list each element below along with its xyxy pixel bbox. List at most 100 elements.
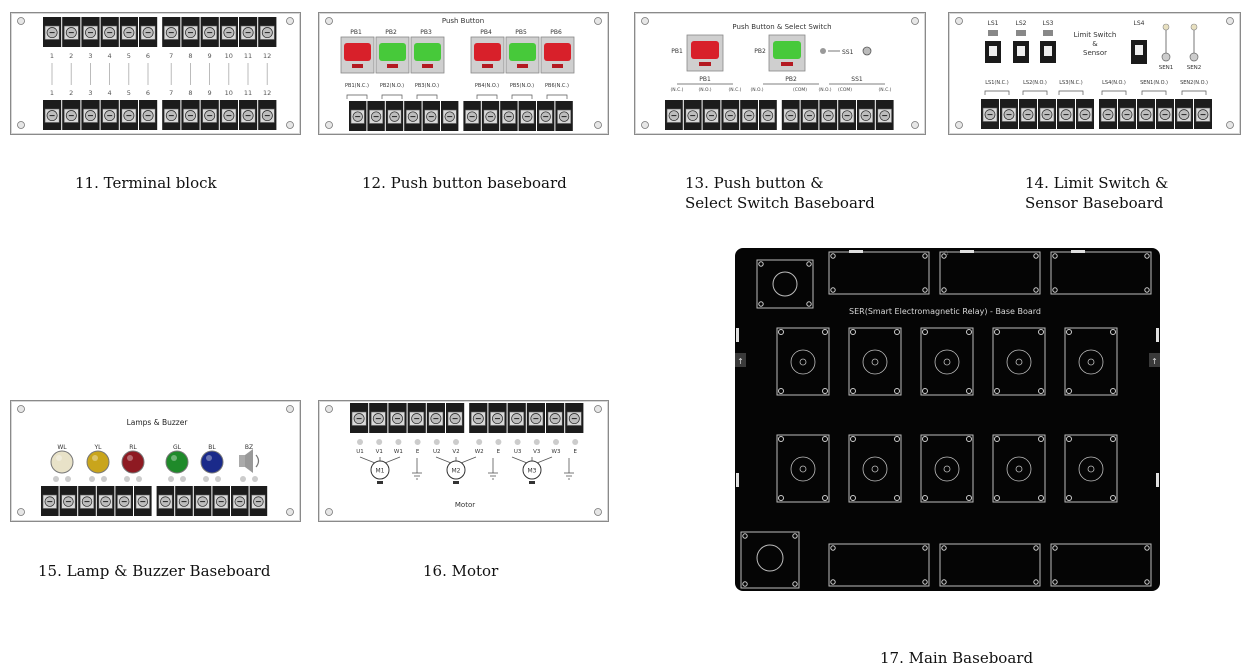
motor-terminal-label: E <box>416 449 420 455</box>
terminal-number-top: 4 <box>108 52 112 60</box>
terminal-number-top: 8 <box>188 52 192 60</box>
motor-wire <box>536 456 553 464</box>
mount-hole-icon <box>778 388 784 394</box>
mount-hole-icon <box>758 261 764 267</box>
mount-hole-icon <box>792 533 798 539</box>
relay-socket-ring-icon <box>790 456 816 482</box>
lamp-terminal-dot <box>240 476 246 482</box>
push-button-indicator <box>517 64 528 68</box>
contact-symbol <box>546 94 568 99</box>
relay-socket-ring-icon <box>1006 349 1032 375</box>
mount-screw-icon <box>286 121 294 129</box>
motor-terminal-label: E <box>497 449 501 455</box>
lamp-label: BL <box>208 444 216 451</box>
relay-socket-ring-icon <box>934 456 960 482</box>
terminal-number-top: 9 <box>208 52 212 60</box>
relay-socket <box>920 434 974 503</box>
terminal-number-bottom: 11 <box>244 89 252 97</box>
motor-terminal-label: V1 <box>376 449 383 455</box>
mount-hole-icon <box>850 388 856 394</box>
limit-switch-label: LS1 <box>988 20 999 27</box>
pb2-cap <box>773 41 801 59</box>
relay-socket <box>776 434 830 503</box>
limit-sensor-contact-label: LS2(N.O.) <box>1023 80 1047 86</box>
contact-symbol <box>476 94 498 99</box>
mount-hole-icon <box>778 329 784 335</box>
lamp-label: WL <box>57 444 67 451</box>
relay-socket-ring-icon <box>862 456 888 482</box>
motor-symbol-label: M1 <box>376 468 385 475</box>
limit-sensor-contact-label: LS4(N.O.) <box>1102 80 1126 86</box>
push-button-cap <box>379 43 406 61</box>
relay-socket-center-icon <box>1015 465 1023 473</box>
motor-terminal-dot <box>414 439 421 445</box>
lamp-terminal-dot <box>65 476 71 482</box>
motor-terminal-dot <box>433 439 440 445</box>
mount-screw-icon <box>1226 121 1234 129</box>
lamp-highlight <box>92 455 98 461</box>
relay-socket <box>776 327 830 396</box>
motor-wire <box>511 456 528 464</box>
side-clip <box>736 473 739 487</box>
top-module-slot <box>828 251 930 295</box>
mount-hole-icon <box>830 287 836 293</box>
buzzer-speaker-icon <box>245 449 253 473</box>
mount-screw-icon <box>955 121 963 129</box>
limit-switch-lever <box>988 30 998 36</box>
push-select-contact-label: (COM) <box>838 87 852 93</box>
mount-hole-icon <box>1110 388 1116 394</box>
mount-hole-icon <box>922 579 928 585</box>
motor-symbol-icon <box>370 460 390 480</box>
mount-screw-icon <box>325 405 333 413</box>
mount-hole-icon <box>894 436 900 442</box>
mount-screw-icon <box>17 405 25 413</box>
mount-hole-icon <box>1052 545 1058 551</box>
limit-switch-lever <box>1043 30 1053 36</box>
top-module-slot <box>939 251 1041 295</box>
push-select-contact-label: (N.C.) <box>671 87 684 93</box>
mount-hole-icon <box>1144 253 1150 259</box>
push-select-drawing: Push Button & Select Switch PB1 PB2 SS1 … <box>641 17 919 130</box>
mount-hole-icon <box>1033 287 1039 293</box>
sensor-label: SEN1 <box>1159 65 1174 71</box>
mount-hole-icon <box>1066 495 1072 501</box>
terminal-number-top: 7 <box>169 52 173 60</box>
push-button-contact-label: PB4(N.O.) <box>475 83 499 89</box>
bottom-left-socket <box>740 531 800 589</box>
relay-socket-center-icon <box>799 465 807 473</box>
push-select-contact-label: (N.C.) <box>879 87 892 93</box>
mount-hole-icon <box>792 581 798 587</box>
motor-terminal-label: W2 <box>475 449 484 455</box>
push-select-contact-label: (COM) <box>793 87 807 93</box>
lamp-terminal-dot <box>124 476 130 482</box>
relay-socket-ring-icon <box>934 349 960 375</box>
terminal-number-bottom: 5 <box>127 89 131 97</box>
slot-clip <box>960 250 974 253</box>
bottom-module-slot <box>828 543 930 587</box>
motor-symbol-icon <box>446 460 466 480</box>
terminal-number-bottom: 1 <box>50 89 54 97</box>
mount-screw-icon <box>286 405 294 413</box>
mount-screw-icon <box>17 508 25 516</box>
limit-switch-window <box>1017 46 1025 56</box>
terminal-number-top: 1 <box>50 52 54 60</box>
mount-hole-icon <box>994 495 1000 501</box>
mount-screw-icon <box>594 17 602 25</box>
caption-main-baseboard: 17. Main Baseboard <box>880 649 1034 667</box>
sensor-head-icon <box>1161 52 1171 62</box>
mount-hole-icon <box>822 436 828 442</box>
mount-hole-icon <box>758 301 764 307</box>
push-button-cap <box>509 43 536 61</box>
push-select-pb1-label: PB1 <box>671 48 683 55</box>
caption-push-select-line2: Select Switch Baseboard <box>685 194 875 212</box>
terminal-number-top: 10 <box>225 52 233 60</box>
push-select-ss1-label: SS1 <box>842 49 854 56</box>
buzzer-wave-icon <box>255 454 260 468</box>
motor-base <box>453 481 459 484</box>
mount-hole-icon <box>922 287 928 293</box>
right-arrow-marker <box>1149 353 1160 367</box>
